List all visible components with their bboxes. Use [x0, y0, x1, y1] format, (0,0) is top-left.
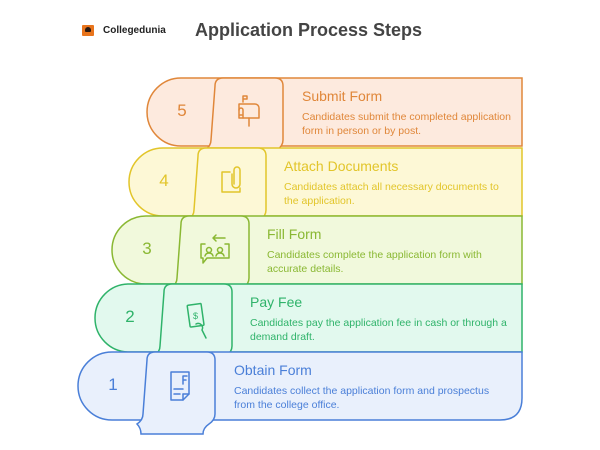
- brand-name: Collegedunia: [103, 25, 166, 36]
- step-title: Attach Documents: [284, 158, 399, 174]
- page-title: Application Process Steps: [195, 20, 423, 40]
- step-number: 5: [177, 101, 187, 120]
- mailbox-icon: [238, 95, 260, 127]
- collegedunia-logo-icon: [82, 25, 94, 36]
- step-title: Submit Form: [302, 88, 383, 104]
- step-2-band: $: [94, 283, 523, 367]
- step-1-band: [77, 351, 523, 435]
- step-number: 1: [108, 375, 118, 394]
- step-title: Fill Form: [267, 226, 322, 242]
- step-number: 3: [142, 239, 152, 258]
- cash-hand-icon: $: [186, 302, 207, 339]
- people-chat-icon: [200, 234, 230, 264]
- step-description: Candidates pay the application fee in ca…: [250, 317, 507, 343]
- step-description: Candidates attach all necessary document…: [284, 181, 499, 207]
- step-description: Candidates collect the application form …: [234, 385, 490, 411]
- step-title: Obtain Form: [234, 362, 312, 378]
- step-4-band: [128, 147, 523, 231]
- paperclip-icon: [221, 166, 241, 193]
- step-5-band: [146, 77, 523, 161]
- svg-text:$: $: [193, 311, 198, 321]
- step-title: Pay Fee: [250, 294, 303, 310]
- form-document-icon: [170, 371, 190, 401]
- header: Collegedunia Application Process Steps: [0, 0, 600, 60]
- step-3-band: [111, 215, 523, 299]
- step-number: 2: [125, 307, 135, 326]
- step-number: 4: [159, 171, 169, 190]
- step-description: Candidates submit the completed applicat…: [302, 111, 511, 137]
- step-icon-tab: [135, 351, 216, 435]
- step-description: Candidates complete the application form…: [267, 249, 482, 275]
